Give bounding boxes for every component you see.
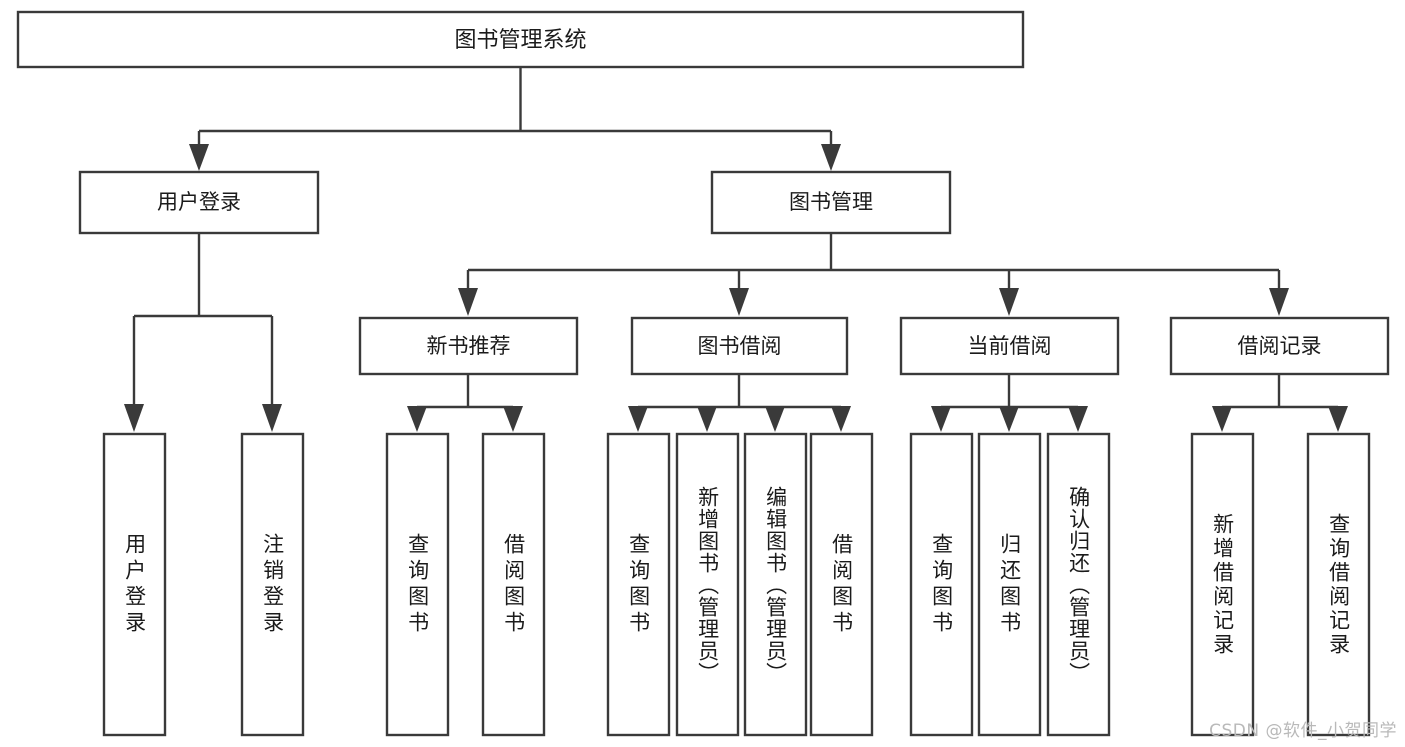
arrow-user-login-leaf-2 (262, 404, 282, 432)
csdn-watermark: CSDN @软件_小贺同学 (1209, 721, 1397, 741)
arrow-book-mgmt-to-current-borrow (999, 288, 1019, 316)
arrow-new-book-leaf-2 (503, 406, 523, 432)
node-root-box[interactable] (16, 10, 1025, 69)
arrow-current-borrow-leaf-3 (1068, 406, 1088, 432)
node-leaf-logout-box[interactable] (240, 432, 305, 737)
arrow-root-to-book-mgmt (821, 144, 841, 171)
arrow-current-borrow-leaf-2 (999, 406, 1019, 432)
node-leaf-borrow-book-1-box[interactable] (481, 432, 546, 737)
arrow-book-mgmt-to-borrow-record (1269, 288, 1289, 316)
node-new-book-label: 新书推荐 (427, 334, 511, 358)
arrow-current-borrow-leaf-1 (931, 406, 951, 432)
node-book-borrow-box[interactable] (630, 316, 849, 376)
arrow-book-borrow-leaf-2 (697, 406, 717, 432)
connector-layer (124, 67, 1348, 432)
arrow-root-to-user-login (189, 144, 209, 171)
node-leaf-user-login-box[interactable] (102, 432, 167, 737)
node-user-login-box[interactable] (78, 170, 320, 235)
node-leaf-return-book-box[interactable] (977, 432, 1042, 737)
arrow-book-mgmt-to-new-book (458, 288, 478, 316)
arrow-user-login-leaf-1 (124, 404, 144, 432)
node-borrow-record-label: 借阅记录 (1238, 334, 1322, 358)
node-current-borrow-label: 当前借阅 (968, 334, 1052, 358)
node-new-book-box[interactable] (358, 316, 579, 376)
node-leaf-confirm-return-box[interactable] (1046, 432, 1111, 737)
node-book-mgmt-label: 图书管理 (789, 190, 873, 214)
node-leaf-add-book-box[interactable] (675, 432, 740, 737)
node-layer: 图书管理系统 用户登录 图书管理 新书推荐 图书借阅 当前借阅 借阅记录 (16, 10, 1390, 737)
arrow-book-borrow-leaf-1 (628, 406, 648, 432)
node-leaf-query-book-3-box[interactable] (909, 432, 974, 737)
node-root-label: 图书管理系统 (454, 28, 586, 53)
arrow-book-borrow-leaf-3 (765, 406, 785, 432)
arrow-borrow-record-leaf-2 (1328, 406, 1348, 432)
arrow-book-borrow-leaf-4 (831, 406, 851, 432)
node-leaf-borrow-book-2-box[interactable] (809, 432, 874, 737)
node-book-borrow-label: 图书借阅 (698, 334, 782, 358)
node-book-mgmt-box[interactable] (710, 170, 952, 235)
node-current-borrow-box[interactable] (899, 316, 1120, 376)
node-leaf-add-record-box[interactable] (1190, 432, 1255, 737)
node-leaf-query-record-box[interactable] (1306, 432, 1371, 737)
node-borrow-record-box[interactable] (1169, 316, 1390, 376)
node-leaf-query-book-1-box[interactable] (385, 432, 450, 737)
arrow-borrow-record-leaf-1 (1212, 406, 1232, 432)
node-user-login-label: 用户登录 (157, 190, 241, 214)
node-leaf-edit-book-box[interactable] (743, 432, 808, 737)
node-leaf-query-book-2-box[interactable] (606, 432, 671, 737)
arrow-new-book-leaf-1 (407, 406, 427, 432)
arrow-book-mgmt-to-book-borrow (729, 288, 749, 316)
